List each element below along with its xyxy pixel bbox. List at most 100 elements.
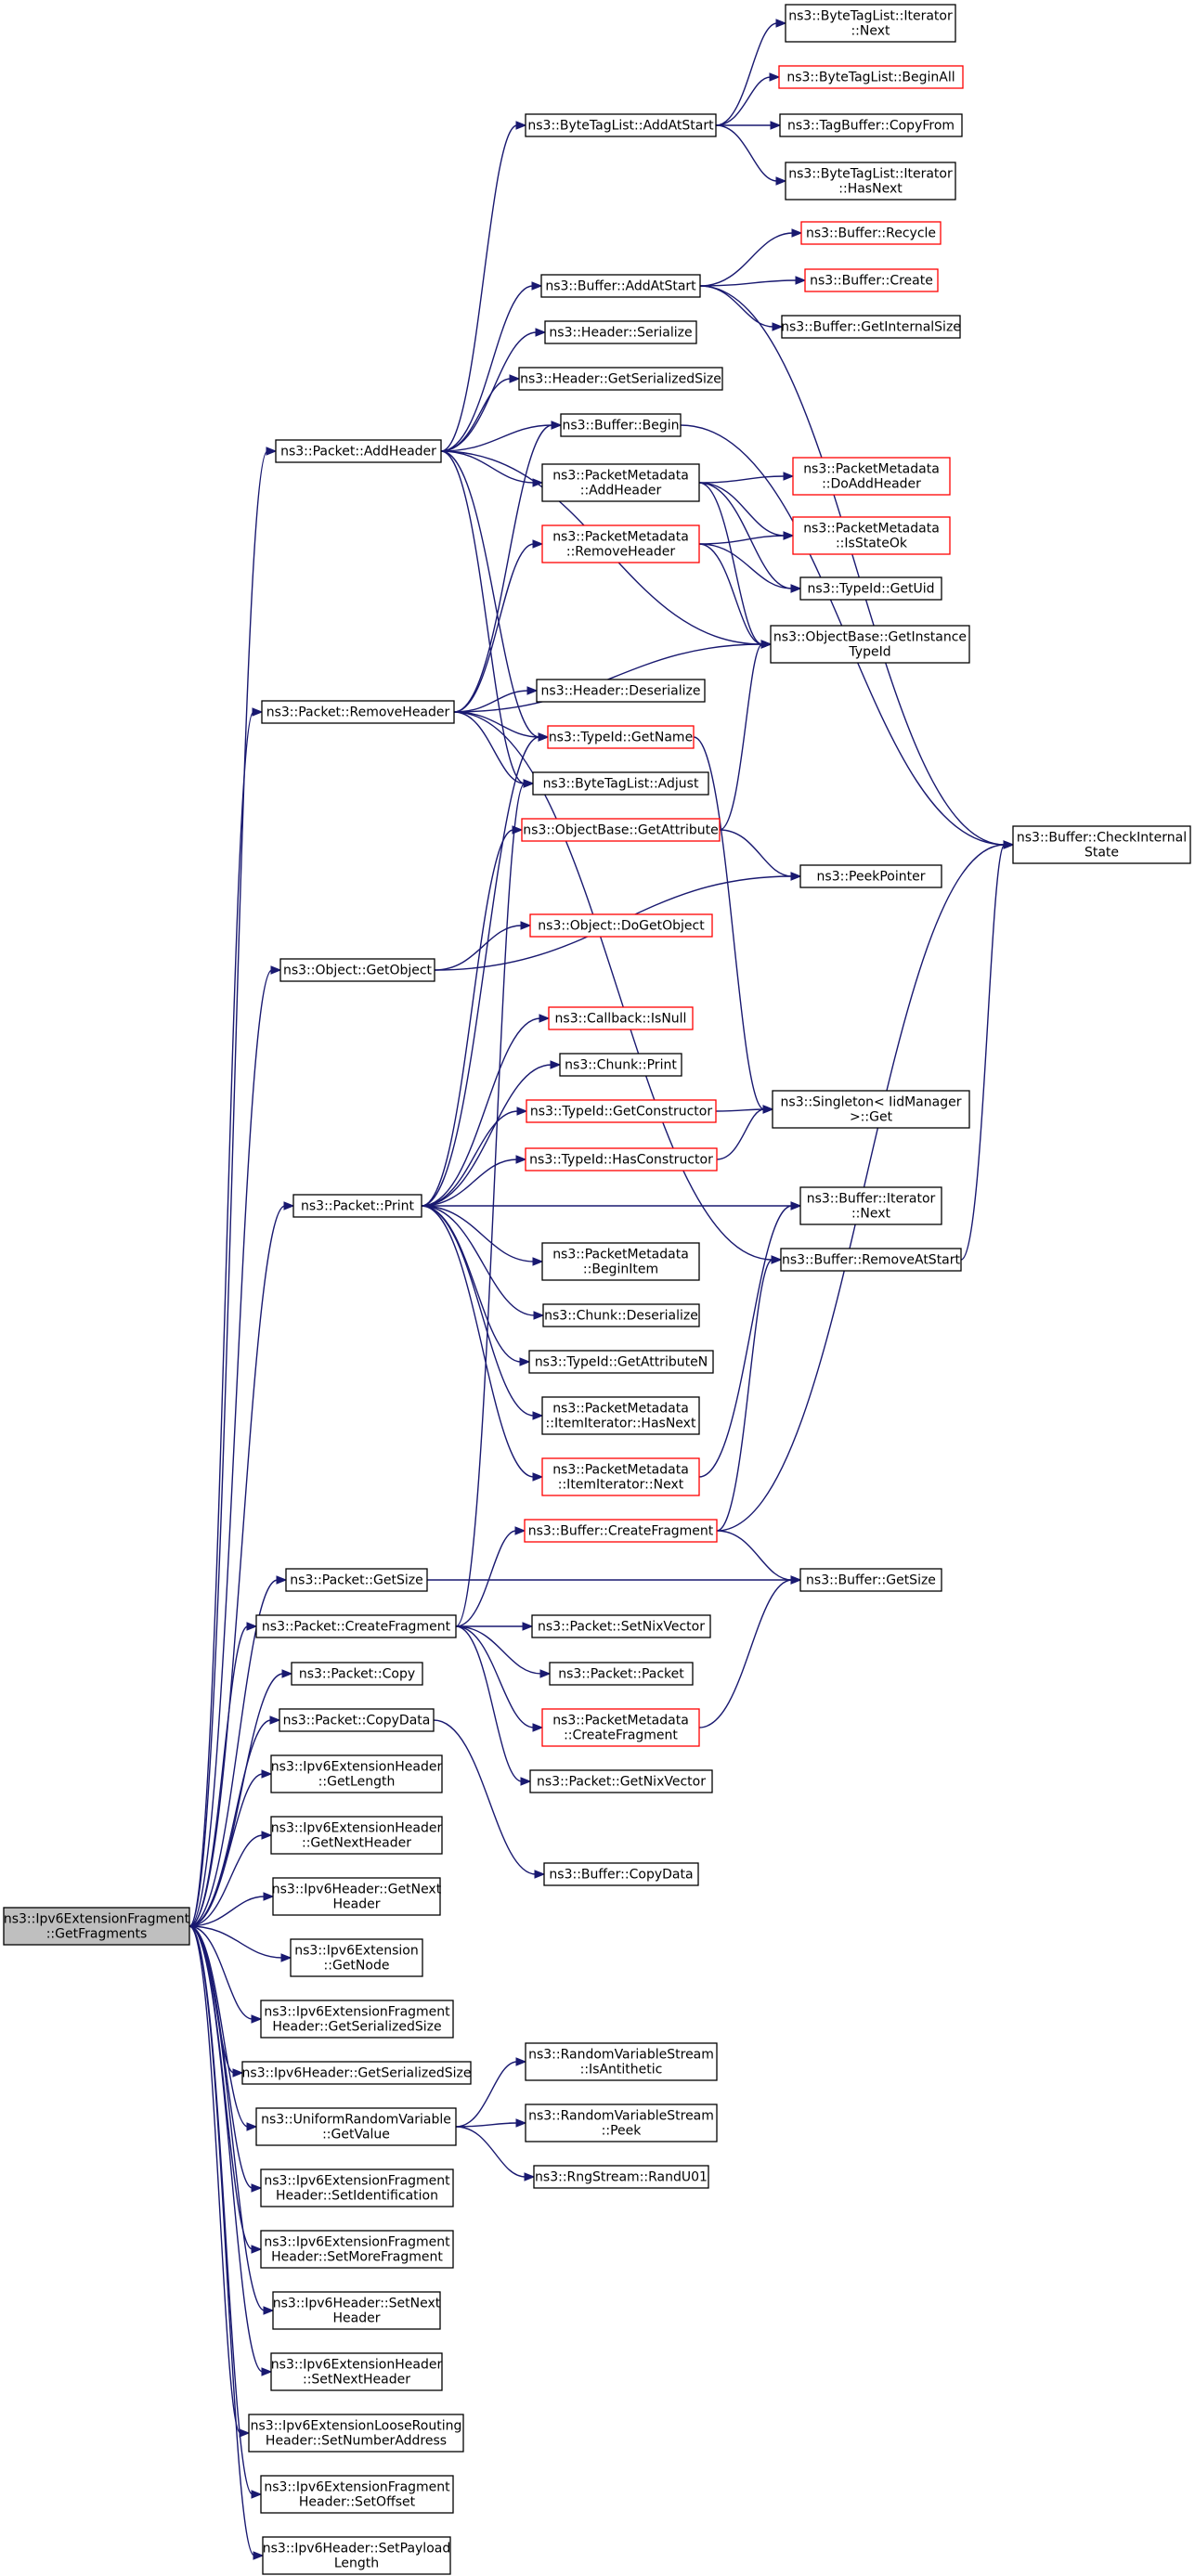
- node-bufCopyData[interactable]: ns3::Buffer::CopyData: [543, 1862, 699, 1886]
- node-fragSetOffset[interactable]: ns3::Ipv6ExtensionFragmentHeader::SetOff…: [260, 2475, 454, 2514]
- node-pmItemNext[interactable]: ns3::PacketMetadata::ItemIterator::Next: [541, 1457, 700, 1496]
- node-box[interactable]: [291, 1662, 423, 1686]
- node-box[interactable]: [779, 113, 963, 137]
- node-box[interactable]: [260, 2230, 454, 2269]
- node-copyData[interactable]: ns3::Packet::CopyData: [279, 1708, 435, 1732]
- node-box[interactable]: [525, 2104, 718, 2142]
- node-bufAddAtStart[interactable]: ns3::Buffer::AddAtStart: [540, 274, 701, 298]
- node-box[interactable]: [547, 725, 695, 749]
- node-box[interactable]: [255, 2107, 457, 2146]
- node-bufCreate[interactable]: ns3::Buffer::Create: [804, 268, 939, 292]
- node-rngRandU01[interactable]: ns3::RngStream::RandU01: [533, 2165, 709, 2189]
- node-bufGetInternalSize[interactable]: ns3::Buffer::GetInternalSize: [781, 315, 961, 339]
- node-box[interactable]: [279, 958, 435, 982]
- node-box[interactable]: [279, 1708, 435, 1732]
- node-box[interactable]: [778, 65, 964, 89]
- node-btlBeginAll[interactable]: ns3::ByteTagList::BeginAll: [778, 65, 964, 89]
- node-box[interactable]: [541, 1242, 700, 1281]
- node-box[interactable]: [532, 771, 709, 796]
- node-box[interactable]: [541, 1396, 700, 1435]
- node-pmAddHeader[interactable]: ns3::PacketMetadata::AddHeader: [541, 463, 700, 502]
- node-obGetAttribute[interactable]: ns3::ObjectBase::GetAttribute: [521, 818, 721, 842]
- node-bufBegin[interactable]: ns3::Buffer::Begin: [560, 413, 682, 437]
- node-headerGetSerSize[interactable]: ns3::Header::GetSerializedSize: [518, 367, 723, 391]
- node-bufIterNext[interactable]: ns3::Buffer::Iterator::Next: [799, 1186, 942, 1225]
- node-extGetNode[interactable]: ns3::Ipv6Extension::GetNode: [290, 1938, 423, 1977]
- node-box[interactable]: [804, 268, 939, 292]
- node-box[interactable]: [541, 524, 700, 563]
- node-box[interactable]: [799, 1568, 942, 1592]
- node-box[interactable]: [529, 913, 713, 938]
- node-pktPacket[interactable]: ns3::Packet::Packet: [549, 1662, 694, 1686]
- node-ipv6GetSerSize[interactable]: ns3::Ipv6Header::GetSerializedSize: [241, 2061, 472, 2085]
- node-box[interactable]: [799, 1186, 942, 1225]
- node-typeIdGetUid[interactable]: ns3::TypeId::GetUid: [799, 576, 942, 601]
- node-box[interactable]: [260, 2475, 454, 2514]
- node-pmRemoveHeader[interactable]: ns3::PacketMetadata::RemoveHeader: [541, 524, 700, 563]
- node-box[interactable]: [272, 2291, 441, 2330]
- node-fragSetMore[interactable]: ns3::Ipv6ExtensionFragmentHeader::SetMor…: [260, 2230, 454, 2269]
- node-bufRecycle[interactable]: ns3::Buffer::Recycle: [800, 221, 942, 245]
- node-box[interactable]: [260, 2168, 454, 2207]
- node-headerSerialize[interactable]: ns3::Header::Serialize: [544, 320, 697, 344]
- node-btlAdjust[interactable]: ns3::ByteTagList::Adjust: [532, 771, 709, 796]
- node-box[interactable]: [544, 320, 697, 344]
- node-box[interactable]: [540, 274, 701, 298]
- node-ipv6SetNextHeader[interactable]: ns3::Ipv6Header::SetNextHeader: [272, 2291, 441, 2330]
- node-box[interactable]: [799, 864, 942, 888]
- node-chunkDeserialize[interactable]: ns3::Chunk::Deserialize: [542, 1303, 700, 1327]
- node-box[interactable]: [255, 1614, 457, 1638]
- node-rvsIsAnti[interactable]: ns3::RandomVariableStream::IsAntithetic: [525, 2042, 718, 2081]
- node-box[interactable]: [560, 413, 682, 437]
- node-pmIsStateOk[interactable]: ns3::PacketMetadata::IsStateOk: [792, 516, 951, 555]
- node-box[interactable]: [270, 1754, 443, 1793]
- node-box[interactable]: [541, 463, 700, 502]
- node-box[interactable]: [531, 1614, 711, 1638]
- node-typeIdGetName[interactable]: ns3::TypeId::GetName: [547, 725, 695, 749]
- node-pmDoAddHeader[interactable]: ns3::PacketMetadata::DoAddHeader: [792, 457, 951, 496]
- node-fragGetSerSize[interactable]: ns3::Ipv6ExtensionFragmentHeader::GetSer…: [260, 2000, 454, 2039]
- node-uniformGetValue[interactable]: ns3::UniformRandomVariable::GetValue: [255, 2107, 457, 2146]
- node-getObject[interactable]: ns3::Object::GetObject: [279, 958, 435, 982]
- node-box[interactable]: [792, 457, 951, 496]
- node-pktGetNix[interactable]: ns3::Packet::GetNixVector: [529, 1769, 713, 1793]
- node-box[interactable]: [781, 315, 961, 339]
- node-print[interactable]: ns3::Packet::Print: [292, 1194, 422, 1218]
- node-looseSetNum[interactable]: ns3::Ipv6ExtensionLooseRoutingHeader::Se…: [248, 2414, 464, 2453]
- node-box[interactable]: [542, 1303, 700, 1327]
- node-box[interactable]: [559, 1053, 682, 1077]
- node-box[interactable]: [518, 367, 723, 391]
- node-objDoGetObject[interactable]: ns3::Object::DoGetObject: [529, 913, 713, 938]
- node-bufRemoveAtStart[interactable]: ns3::Buffer::RemoveAtStart: [780, 1248, 962, 1272]
- node-box[interactable]: [549, 1662, 694, 1686]
- node-box[interactable]: [525, 1147, 718, 1171]
- node-box[interactable]: [260, 2000, 454, 2039]
- node-cbIsNull[interactable]: ns3::Callback::IsNull: [548, 1006, 694, 1030]
- node-box[interactable]: [272, 1877, 441, 1916]
- node-getSize[interactable]: ns3::Packet::GetSize: [285, 1568, 428, 1592]
- node-pmCreateFragment[interactable]: ns3::PacketMetadata::CreateFragment: [541, 1708, 700, 1747]
- node-box[interactable]: [541, 1457, 700, 1496]
- node-box[interactable]: [525, 113, 717, 137]
- node-box[interactable]: [548, 1006, 694, 1030]
- node-box[interactable]: [275, 439, 442, 463]
- node-typeIdGetCtor[interactable]: ns3::TypeId::GetConstructor: [526, 1099, 717, 1123]
- node-box[interactable]: [1012, 825, 1191, 864]
- node-box[interactable]: [290, 1938, 423, 1977]
- node-btlIterHasNext[interactable]: ns3::ByteTagList::Iterator::HasNext: [785, 162, 956, 201]
- node-box[interactable]: [248, 2414, 464, 2453]
- node-extGetLength[interactable]: ns3::Ipv6ExtensionHeader::GetLength: [270, 1754, 443, 1793]
- node-pktSetNix[interactable]: ns3::Packet::SetNixVector: [531, 1614, 711, 1638]
- node-removeHeader[interactable]: ns3::Packet::RemoveHeader: [261, 700, 455, 724]
- node-btlAddAtStart[interactable]: ns3::ByteTagList::AddAtStart: [525, 113, 717, 137]
- node-peekPointer[interactable]: ns3::PeekPointer: [799, 864, 942, 888]
- node-tagBufCopyFrom[interactable]: ns3::TagBuffer::CopyFrom: [779, 113, 963, 137]
- node-box[interactable]: [799, 576, 942, 601]
- node-headerDeserialize[interactable]: ns3::Header::Deserialize: [536, 679, 706, 703]
- node-rvsPeek[interactable]: ns3::RandomVariableStream::Peek: [525, 2104, 718, 2142]
- node-box[interactable]: [525, 2042, 718, 2081]
- node-box[interactable]: [541, 1708, 700, 1747]
- node-typeIdGetAttrN[interactable]: ns3::TypeId::GetAttributeN: [528, 1350, 714, 1374]
